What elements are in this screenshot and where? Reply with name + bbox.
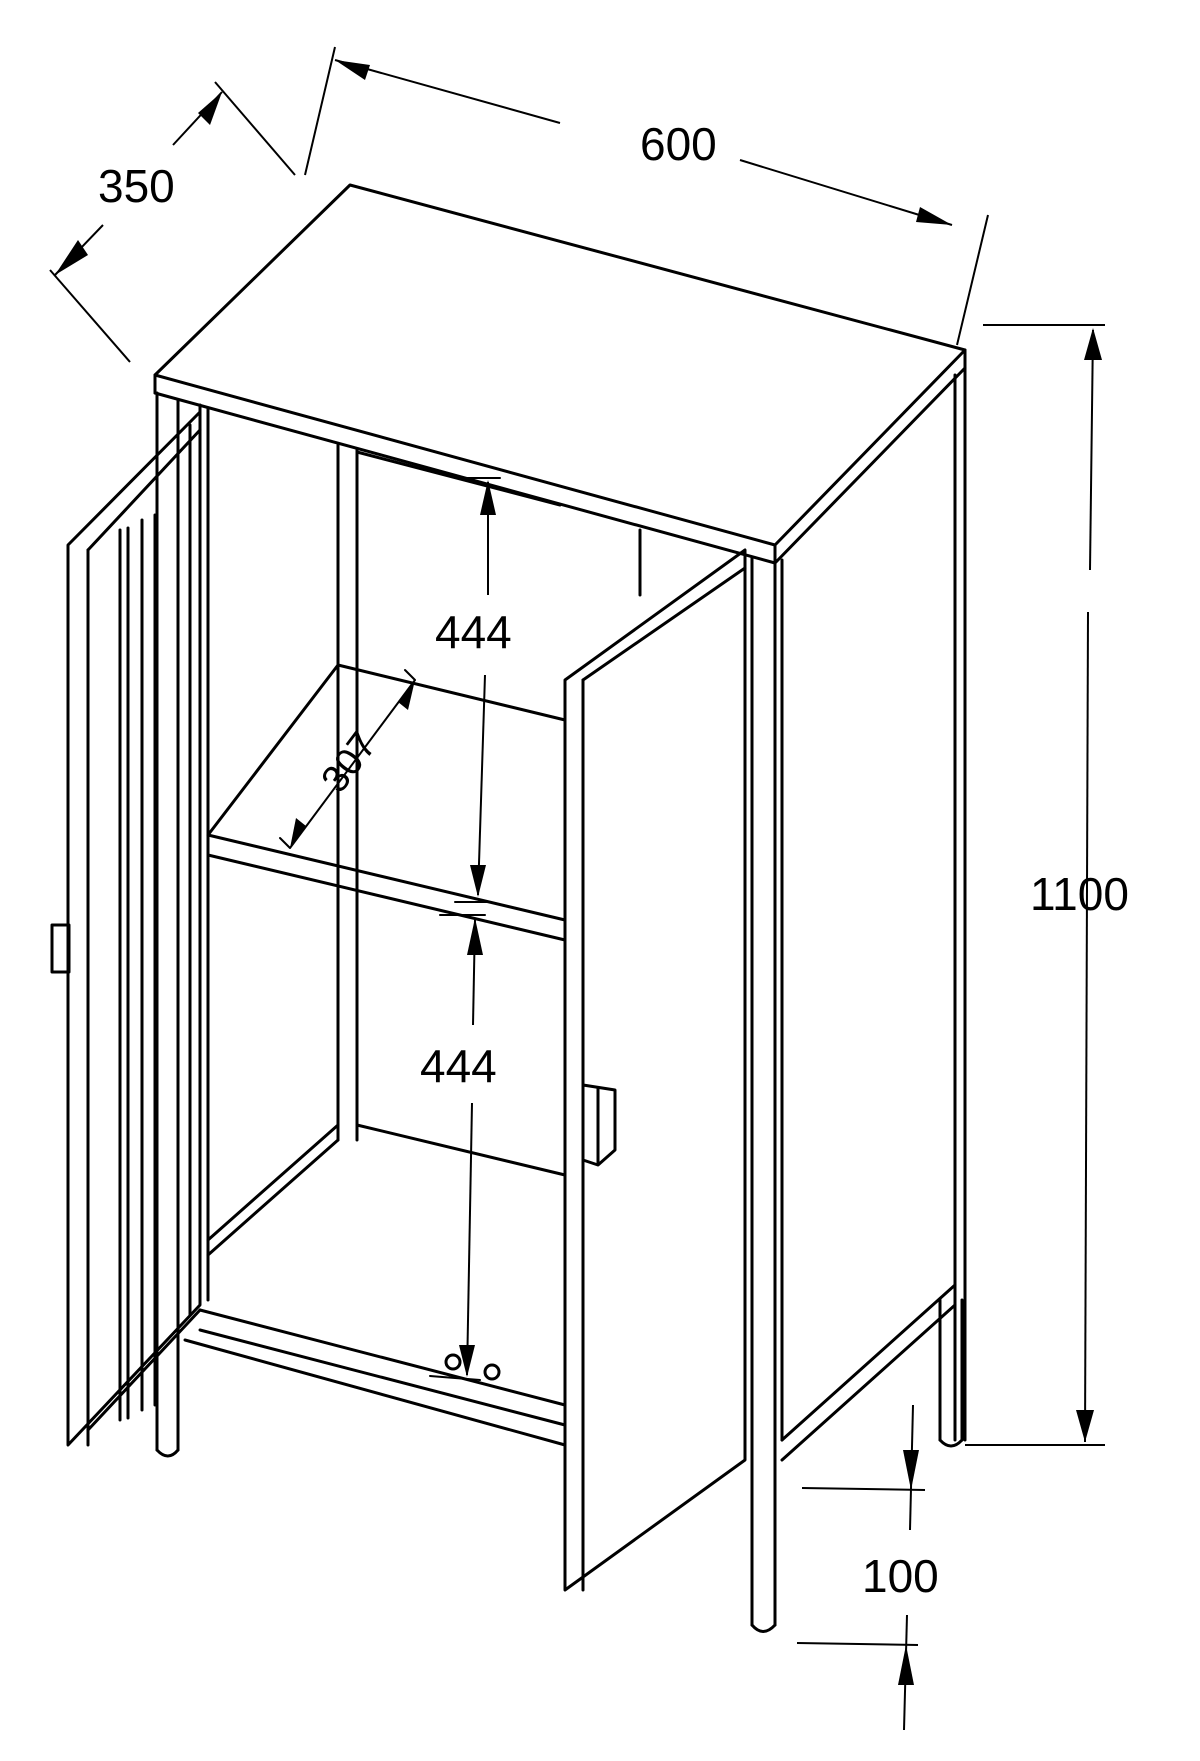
bottom-frame: [183, 1123, 567, 1447]
left-handle: [50, 923, 71, 974]
dimension-upper-compartment: 444: [435, 477, 512, 897]
right-handle: [581, 1083, 617, 1167]
dimension-width: 600: [304, 46, 989, 346]
dimension-lower-compartment: 444: [420, 901, 497, 1377]
dimension-label-height: 1100: [1030, 868, 1129, 920]
dimension-leg-height: 100: [796, 1404, 939, 1731]
dimension-label-lower: 444: [420, 1040, 497, 1092]
dimension-label-upper: 444: [435, 606, 512, 658]
dimension-label-depth: 350: [98, 160, 175, 212]
dimension-depth: 350: [49, 81, 296, 363]
right-door: [563, 548, 747, 1592]
dimension-height: 1100: [965, 324, 1129, 1446]
shelf: [206, 663, 567, 942]
dimension-label-leg-height: 100: [862, 1550, 939, 1602]
dimension-shelf-depth: 307: [279, 669, 416, 849]
right-side-frame: [750, 366, 967, 1633]
dimension-label-width: 600: [640, 118, 717, 170]
left-door: [50, 410, 202, 1447]
